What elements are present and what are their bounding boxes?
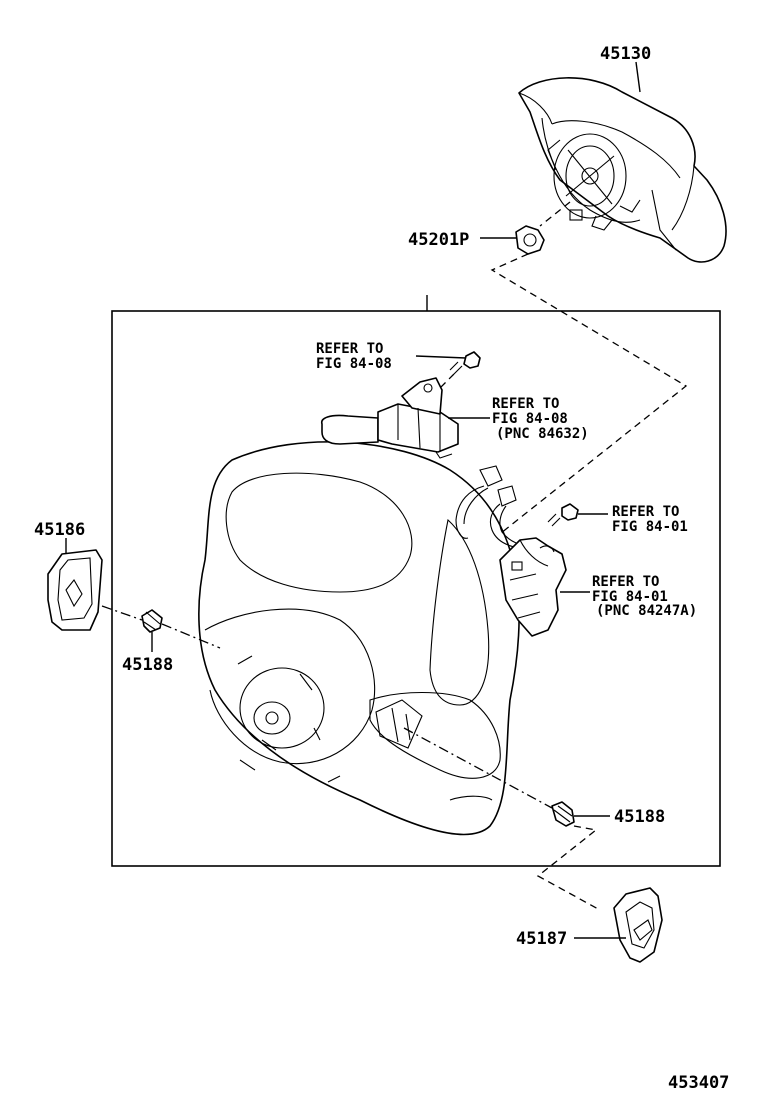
ref1-leader-line — [415, 355, 467, 359]
part-label-screw-right: 45188 — [614, 807, 665, 827]
right-screw-45188[interactable] — [551, 801, 575, 827]
wire-harness[interactable] — [455, 465, 527, 549]
airbag-to-nut-dashes — [539, 201, 571, 227]
ref4-line2: FIG 84-01 — [592, 589, 668, 605]
steering-wheel[interactable] — [198, 441, 520, 836]
audio-switch-screw[interactable] — [547, 503, 579, 527]
ref2-line2: FIG 84-08 — [492, 411, 568, 427]
ref3-line2: FIG 84-01 — [612, 519, 688, 535]
part-label-nut: 45201P — [408, 230, 469, 250]
switch-screw-top[interactable] — [449, 351, 481, 375]
left-cover-45186[interactable] — [47, 549, 103, 631]
left-screw-45188[interactable] — [141, 609, 163, 633]
right-cover-45187[interactable] — [613, 887, 663, 963]
wheel-assembly-frame — [111, 310, 721, 867]
nut-45201p[interactable] — [515, 225, 545, 255]
airbag-assembly[interactable] — [518, 77, 727, 263]
ref3-line1: REFER TO — [612, 504, 679, 520]
airbag-leader-line — [635, 61, 641, 93]
ref4-line1: REFER TO — [592, 574, 659, 590]
part-label-screw-left: 45188 — [122, 655, 173, 675]
part-label-cover-right: 45187 — [516, 929, 567, 949]
ref2-line3: (PNC 84632) — [496, 426, 589, 442]
part-label-airbag: 45130 — [600, 44, 651, 64]
right-screw-to-cover-dash — [536, 825, 601, 911]
ref4-line3: (PNC 84247A) — [596, 603, 697, 619]
screw-top-dashes — [439, 373, 455, 389]
audio-switch[interactable] — [499, 537, 567, 637]
wheel-to-right-screw-dash — [403, 727, 553, 809]
ref2-line1: REFER TO — [492, 396, 559, 412]
part-label-cover-left: 45186 — [34, 520, 85, 540]
figure-number: 453407 — [668, 1073, 729, 1093]
ref1-line1: REFER TO — [316, 341, 383, 357]
ref1-line2: FIG 84-08 — [316, 356, 392, 372]
nut-alignment-dashes — [451, 253, 688, 573]
left-cover-to-screw-dash — [101, 605, 143, 621]
cruise-control-switch[interactable] — [321, 377, 459, 459]
